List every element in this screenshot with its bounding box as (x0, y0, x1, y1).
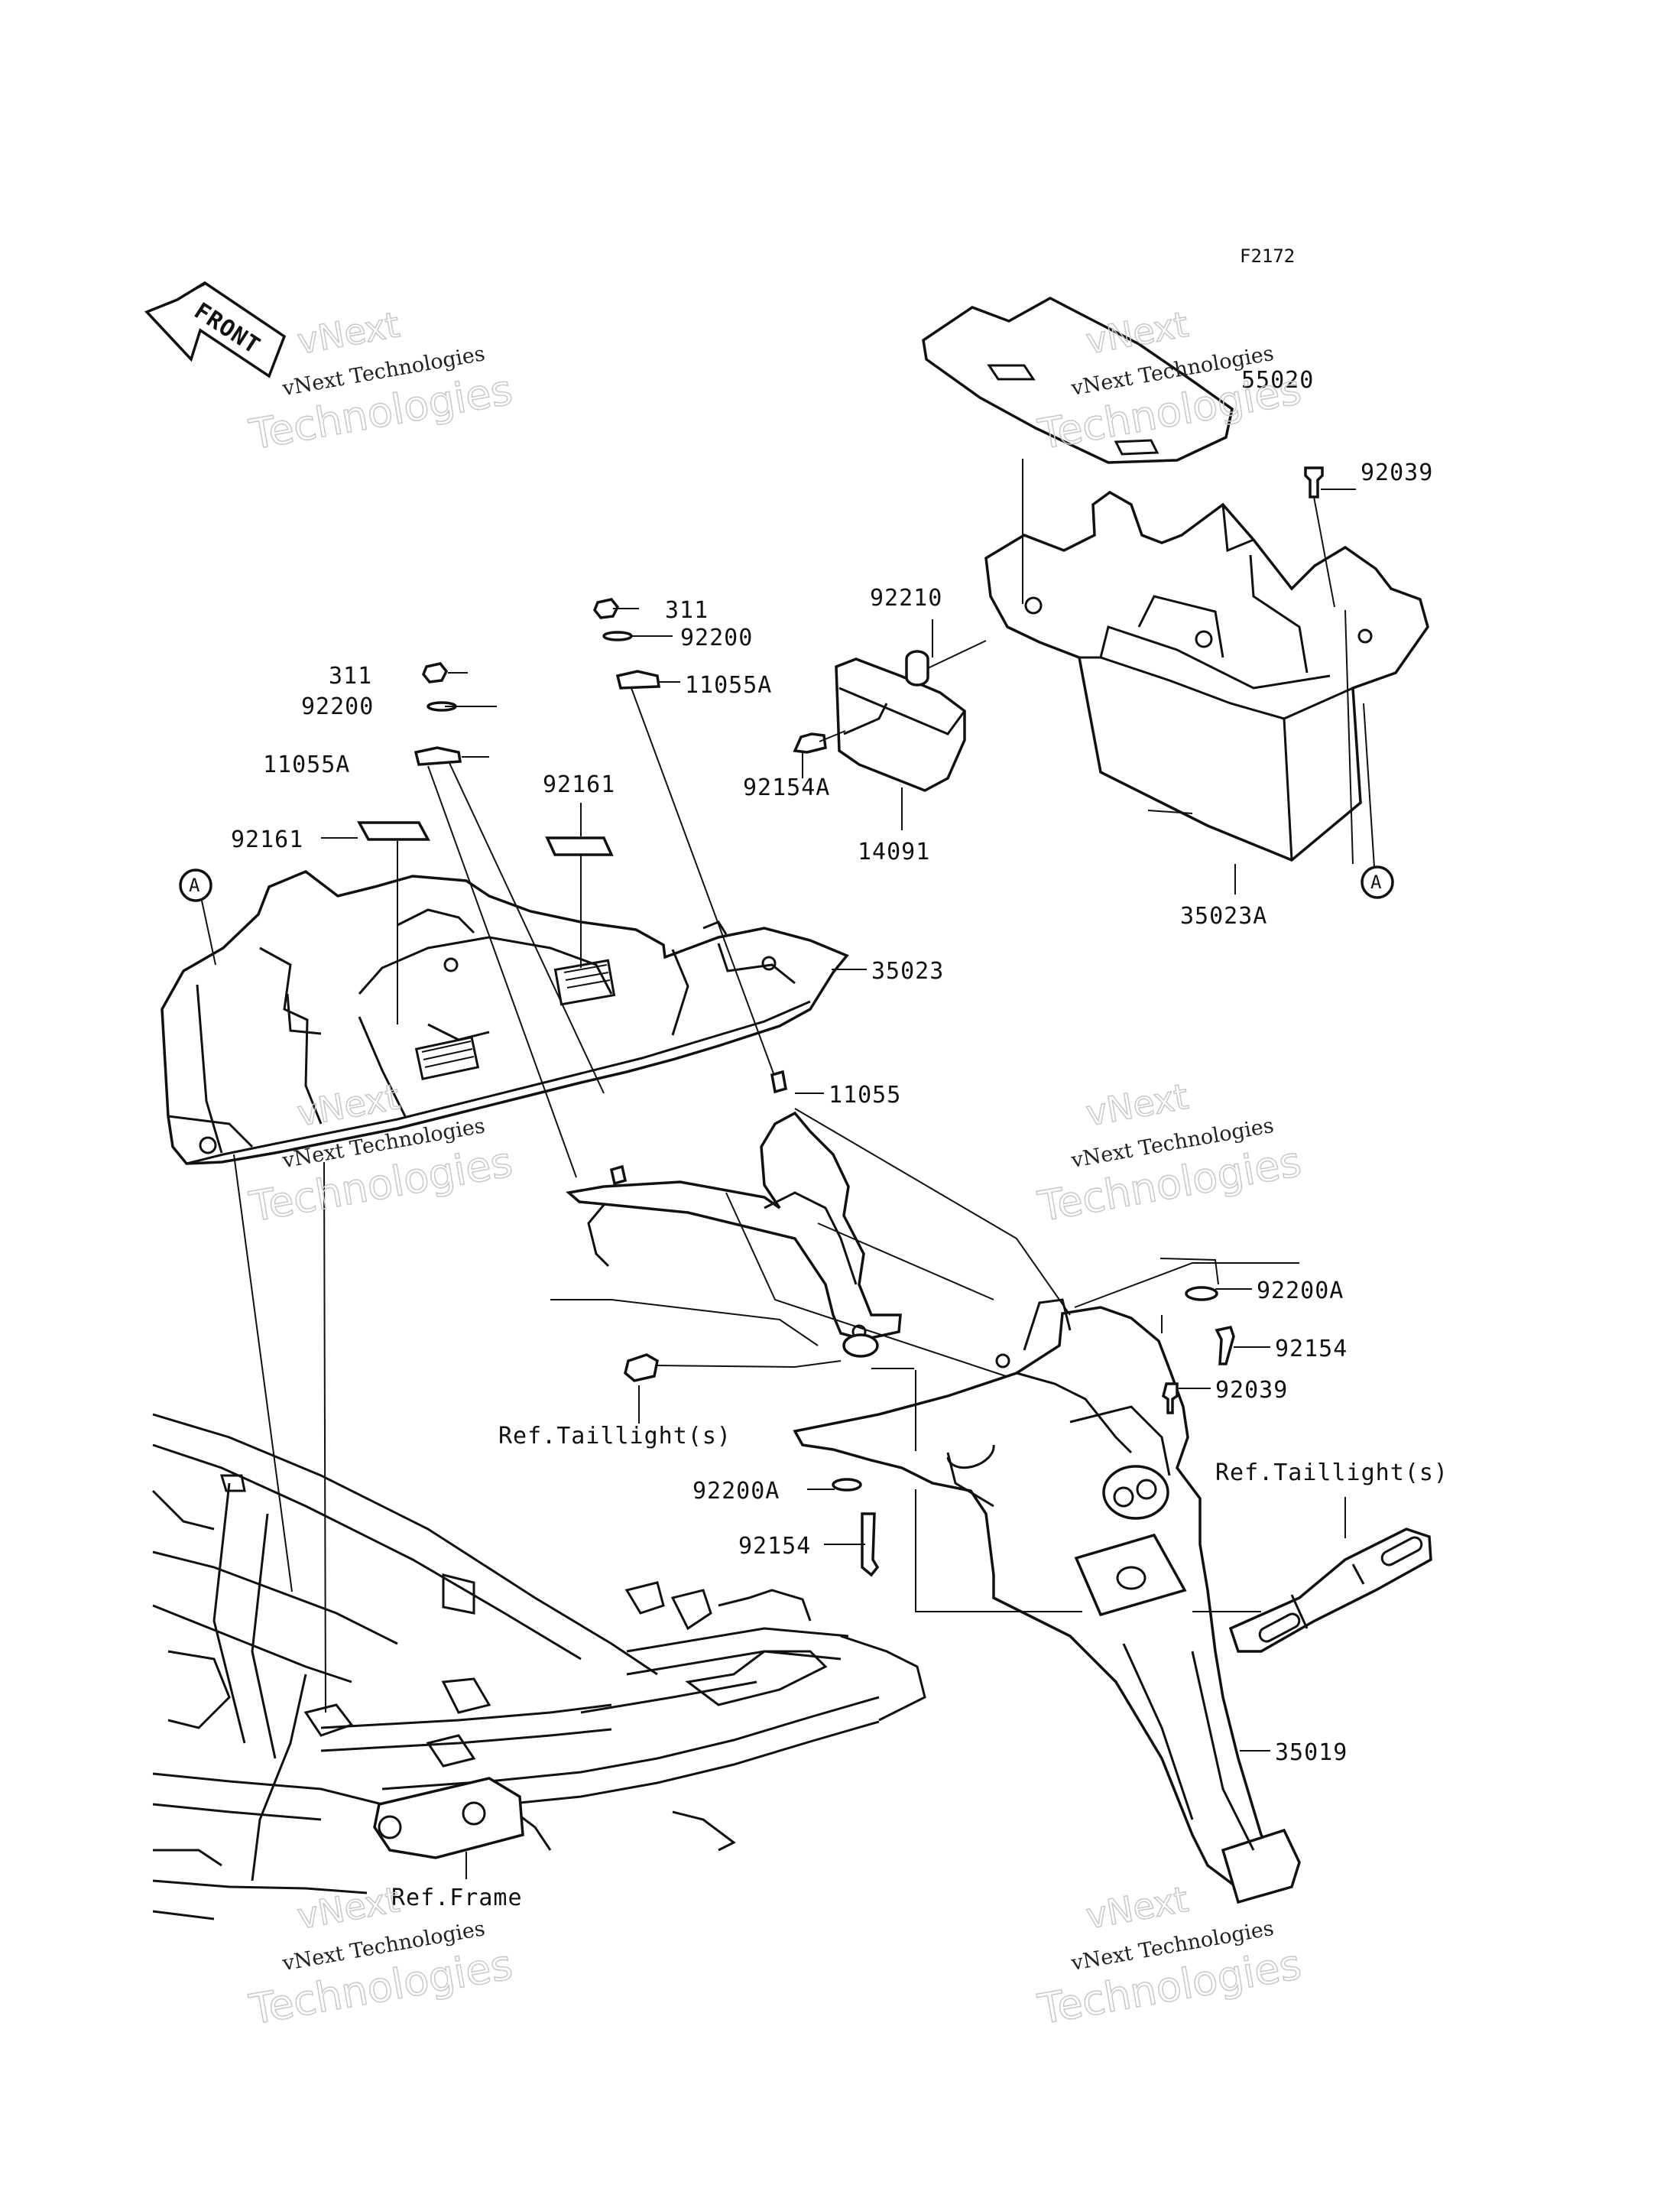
part-fastener-stack-left (414, 662, 605, 1178)
label-92210: 92210 (870, 585, 942, 612)
part-fasteners-right (1159, 1258, 1235, 1414)
label-11055A-right: 11055A (685, 672, 772, 699)
ref-frame-structure (151, 1413, 926, 1920)
figure-code: F2172 (1240, 245, 1295, 267)
front-direction-arrow-icon: FRONT (144, 281, 287, 378)
watermark-top-left: vNext vNext Technologies Technologies (245, 303, 517, 459)
part-14091-relay-box (793, 657, 966, 792)
part-taillight-bracket-right (1228, 1497, 1432, 1653)
part-11055-bracket (566, 1070, 902, 1341)
label-35023: 35023 (871, 958, 944, 985)
reference-marker-left: A (179, 868, 216, 966)
watermark-line1: vNext (1083, 1076, 1192, 1135)
label-92154-left: 92154 (738, 1533, 811, 1560)
part-35019-tail-cover (793, 1298, 1301, 1904)
label-92161-right: 92161 (543, 771, 615, 798)
reference-marker-right: A (1361, 703, 1394, 899)
watermark-line1: vNext (294, 1878, 403, 1937)
label-55020: 55020 (1241, 367, 1314, 394)
reference-marker-left-text: A (189, 875, 200, 896)
part-35023-rear-fender (161, 869, 849, 1165)
part-fasteners-left (624, 1333, 914, 1577)
watermark-line1: vNext (1083, 1878, 1192, 1937)
label-leaders (321, 489, 1356, 1879)
label-35023A: 35023A (1180, 903, 1267, 930)
part-55020-sheet (922, 297, 1234, 464)
watermark-mid-right: vNext vNext Technologies Technologies (1034, 1075, 1305, 1232)
part-92039-top-bolt (1304, 466, 1335, 608)
label-11055A-left: 11055A (263, 752, 350, 778)
label-92154A: 92154A (743, 774, 830, 801)
part-fastener-stack-right (592, 598, 774, 1074)
part-92210-collar (905, 640, 987, 687)
label-ref-taillight-left: Ref.Taillight(s) (498, 1423, 731, 1450)
watermark-line1: vNext (294, 304, 403, 362)
label-14091: 14091 (858, 839, 930, 865)
watermark-line1: vNext (1083, 304, 1192, 362)
label-11055: 11055 (829, 1082, 901, 1109)
label-35019: 35019 (1275, 1739, 1348, 1766)
label-ref-frame: Ref.Frame (391, 1885, 523, 1911)
part-35023A-battery-case (984, 490, 1429, 862)
leader-guide-lines (233, 459, 1354, 1713)
label-92161-left: 92161 (231, 826, 303, 853)
label-92039-right: 92039 (1215, 1377, 1288, 1404)
label-92039-top: 92039 (1361, 459, 1433, 486)
label-92200A-left: 92200A (692, 1478, 780, 1505)
reference-marker-right-text: A (1370, 872, 1382, 893)
label-92200A-right: 92200A (1257, 1278, 1344, 1304)
label-92154-right: 92154 (1275, 1336, 1348, 1362)
label-311-left: 311 (329, 663, 372, 690)
label-311-right: 311 (665, 597, 709, 624)
label-92200-left: 92200 (301, 693, 374, 720)
label-92200-right: 92200 (680, 625, 753, 651)
part-92161-pads (357, 821, 614, 1024)
label-ref-taillight-right: Ref.Taillight(s) (1215, 1459, 1448, 1486)
